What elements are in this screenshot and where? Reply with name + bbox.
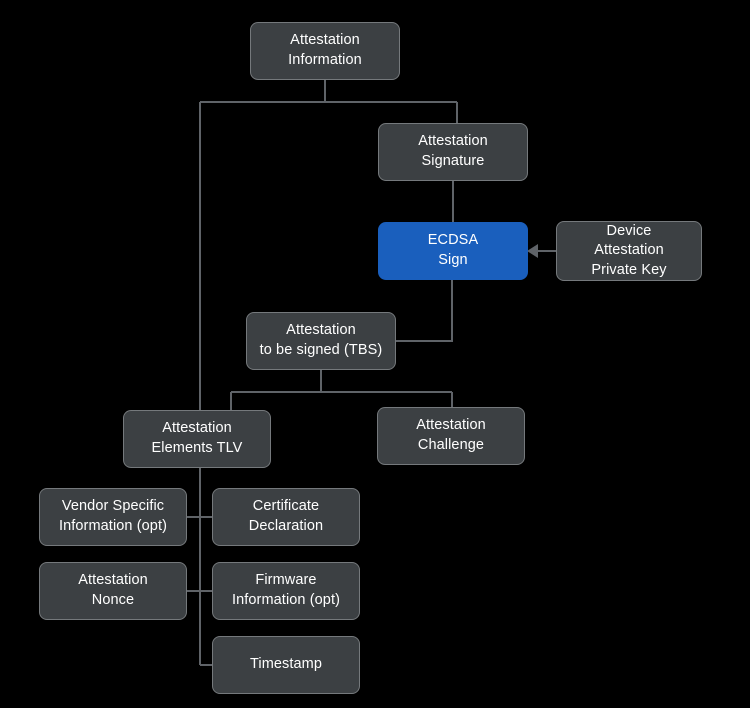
- node-firmware-information[interactable]: Firmware Information (opt): [212, 562, 360, 620]
- node-label-attestation-information: Attestation Information: [288, 32, 362, 68]
- arrowhead-private-key-to-ecdsa: [527, 244, 538, 258]
- node-label-attestation-challenge: Attestation Challenge: [416, 417, 486, 453]
- node-label-timestamp: Timestamp: [249, 656, 323, 673]
- node-device-attestation-private-key[interactable]: Device Attestation Private Key: [556, 221, 702, 281]
- node-label-vendor-specific-information: Vendor Specific Information (opt): [58, 498, 168, 534]
- node-attestation-nonce[interactable]: Attestation Nonce: [39, 562, 187, 620]
- node-vendor-specific-information[interactable]: Vendor Specific Information (opt): [39, 488, 187, 546]
- node-label-attestation-nonce: Attestation Nonce: [78, 572, 148, 608]
- node-label-device-attestation-private-key: Device Attestation Private Key: [591, 222, 667, 278]
- node-attestation-challenge[interactable]: Attestation Challenge: [377, 407, 525, 465]
- node-label-attestation-elements-tlv: Attestation Elements TLV: [151, 420, 243, 456]
- node-label-attestation-tbs: Attestation to be signed (TBS): [259, 322, 383, 358]
- node-attestation-tbs[interactable]: Attestation to be signed (TBS): [246, 312, 396, 370]
- node-attestation-signature[interactable]: Attestation Signature: [378, 123, 528, 181]
- node-label-certificate-declaration: Certificate Declaration: [248, 498, 324, 534]
- node-label-attestation-signature: Attestation Signature: [418, 133, 488, 169]
- node-attestation-elements-tlv[interactable]: Attestation Elements TLV: [123, 410, 271, 468]
- node-attestation-information[interactable]: Attestation Information: [250, 22, 400, 80]
- node-certificate-declaration[interactable]: Certificate Declaration: [212, 488, 360, 546]
- node-timestamp[interactable]: Timestamp: [212, 636, 360, 694]
- connector-ecdsa-to-tbs: [396, 280, 453, 342]
- node-ecdsa-sign[interactable]: ECDSA Sign: [378, 222, 528, 280]
- node-label-ecdsa-sign: ECDSA Sign: [427, 232, 479, 268]
- node-label-firmware-information: Firmware Information (opt): [231, 572, 341, 608]
